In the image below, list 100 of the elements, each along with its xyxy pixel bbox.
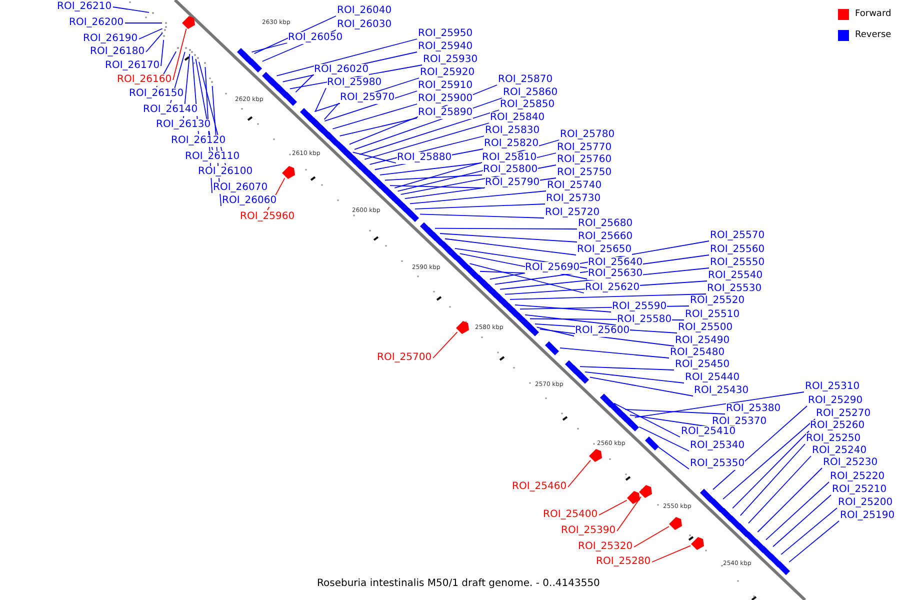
gene-block: [430, 232, 444, 246]
leader-line: [172, 28, 187, 80]
leader-line: [536, 326, 574, 336]
gene-block: [325, 132, 339, 146]
gene-label: ROI_25340: [690, 440, 745, 452]
gene-block: [710, 498, 724, 512]
leader-line: [295, 74, 314, 93]
leader-line: [652, 545, 691, 562]
gene-block: [545, 341, 559, 356]
leader-line: [589, 376, 694, 396]
leader-line: [332, 104, 418, 130]
leader-line: [524, 314, 616, 326]
leader-line: [146, 32, 163, 52]
gene-label: ROI_26140: [143, 104, 198, 116]
gene-label: ROI_25890: [418, 107, 473, 119]
leader-line: [410, 190, 546, 204]
gene-label: ROI_25870: [498, 74, 553, 86]
gene-label: ROI_25790: [485, 177, 540, 189]
leader-line: [624, 409, 726, 414]
gene-block: [283, 92, 297, 106]
gene-label: ROI_25660: [578, 231, 633, 243]
gene-block: [691, 537, 704, 550]
gene-label: ROI_25210: [832, 484, 887, 496]
gene-label: ROI_25620: [585, 282, 640, 294]
leader-line: [638, 426, 690, 452]
gene-block: [455, 256, 469, 270]
gene-block: [645, 436, 659, 450]
gene-label: ROI_25860: [503, 87, 558, 99]
leader-line: [138, 28, 163, 40]
gene-label: ROI_26100: [198, 166, 253, 178]
gene-label: ROI_25520: [690, 295, 745, 307]
gene-label: ROI_25430: [694, 385, 749, 397]
leader-line: [616, 496, 642, 532]
leader-line: [124, 22, 162, 24]
gene-label: ROI_25530: [707, 283, 762, 295]
gene-label: ROI_25270: [816, 408, 871, 420]
gene-block: [700, 488, 714, 503]
gene-label: ROI_25390: [561, 525, 616, 537]
leader-line: [740, 444, 806, 516]
leader-line: [634, 392, 804, 418]
gene-label: ROI_25750: [557, 167, 612, 179]
leader-line: [390, 185, 484, 188]
gene-block: [248, 58, 262, 72]
gene-label: ROI_26130: [156, 119, 211, 131]
gene-label: ROI_25960: [240, 211, 295, 223]
gene-label: ROI_25830: [485, 125, 540, 137]
gene-label: ROI_25460: [512, 481, 567, 493]
gene-label: ROI_25910: [418, 80, 473, 92]
gene-label: ROI_26060: [222, 195, 277, 207]
legend-label: Reverse: [855, 30, 892, 40]
gene-label: ROI_25310: [805, 381, 860, 393]
leader-line: [780, 508, 838, 555]
leader-line: [765, 482, 830, 540]
leader-line: [324, 102, 340, 120]
leader-line: [434, 228, 578, 230]
gene-label: ROI_25240: [812, 445, 867, 457]
gene-label: ROI_25850: [500, 99, 555, 111]
gene-label: ROI_25730: [546, 193, 601, 205]
gene-label: ROI_26070: [213, 182, 268, 194]
gene-label: ROI_25350: [690, 458, 745, 470]
leader-line: [469, 263, 584, 294]
gene-label: ROI_25500: [678, 322, 733, 334]
leader-line: [598, 500, 628, 516]
gene-label: ROI_25380: [726, 403, 781, 415]
leader-line: [251, 42, 288, 52]
gene-label: ROI_26050: [288, 32, 343, 44]
gene-label: ROI_26170: [105, 60, 160, 72]
leader-line: [420, 214, 544, 218]
gene-block: [589, 449, 602, 462]
caption: Roseburia intestinalis M50/1 draft genome. - 0..4143550: [317, 578, 600, 589]
gene-label: ROI_25880: [397, 152, 452, 164]
gene-label: ROI_25190: [840, 510, 895, 522]
gene-label: ROI_25580: [617, 314, 672, 326]
gene-label: ROI_25800: [483, 164, 538, 176]
leader-line: [568, 460, 591, 488]
leader-line: [712, 406, 808, 490]
leader-line: [748, 456, 812, 524]
gene-block: [776, 561, 790, 576]
leader-line: [339, 118, 418, 136]
gene-label: ROI_26150: [129, 88, 184, 100]
gene-label: ROI_25630: [588, 268, 643, 280]
gene-label: ROI_26040: [337, 5, 392, 17]
gene-label: ROI_25640: [588, 257, 643, 269]
leader-line: [112, 6, 150, 13]
gene-block: [456, 321, 469, 334]
gene-block: [669, 517, 682, 530]
legend-label: Forward: [855, 9, 892, 19]
leader-line: [560, 348, 670, 358]
gene-label: ROI_25690: [525, 262, 580, 274]
gene-label: ROI_25780: [560, 129, 615, 141]
leader-line: [384, 174, 482, 181]
gene-block: [465, 265, 479, 280]
leader-line: [634, 526, 670, 548]
leader-line: [414, 204, 546, 210]
gene-label: ROI_25680: [578, 218, 633, 230]
gene-label: ROI_25900: [418, 93, 473, 105]
gene-label: ROI_25490: [675, 335, 730, 347]
gene-block: [600, 394, 614, 408]
gene-label: ROI_25250: [806, 433, 861, 445]
gene-label: ROI_25560: [710, 244, 765, 256]
